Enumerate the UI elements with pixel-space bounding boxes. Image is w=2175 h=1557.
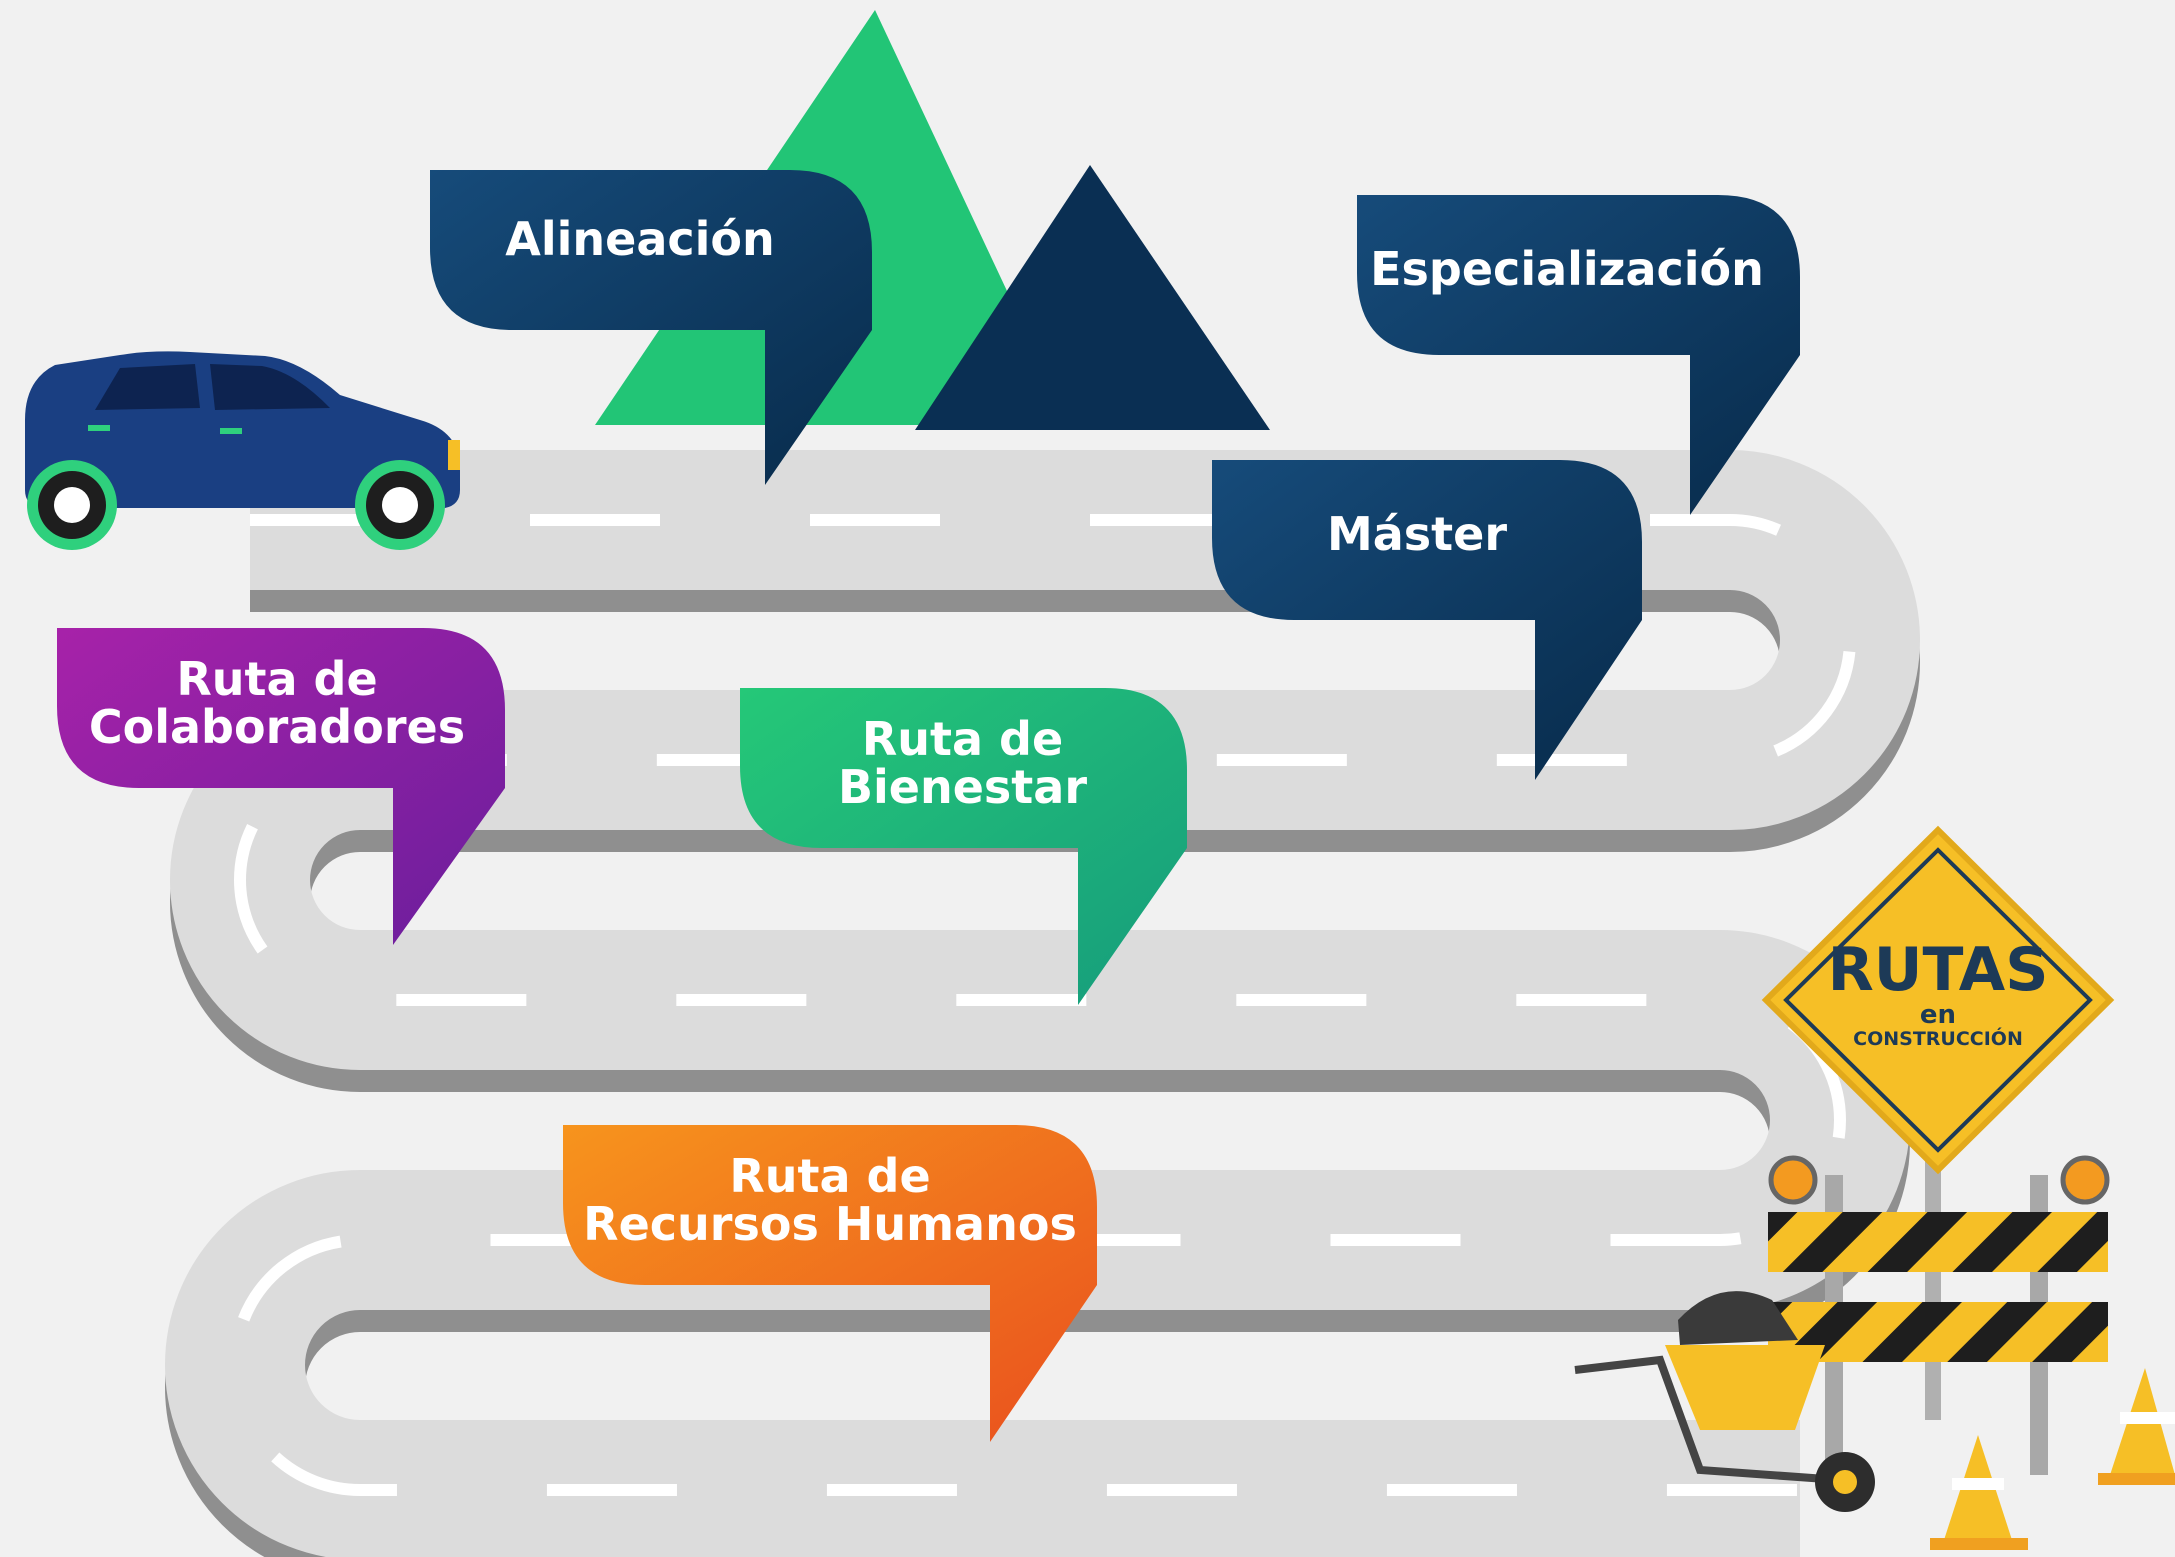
label-bienestar-line1: Ruta de [861, 712, 1064, 766]
sign-title: RUTAS [1827, 935, 2049, 1005]
label-recursos-line1: Ruta de [729, 1149, 931, 1203]
label-colaboradores-line1: Ruta de [176, 652, 378, 706]
label-master-text: Máster [1326, 507, 1508, 561]
sign-construccion: CONSTRUCCIÓN [1853, 1028, 2023, 1050]
wheelbarrow-icon [1574, 1291, 1875, 1512]
traffic-cone-icon [2098, 1368, 2175, 1485]
bubble-colaboradores [57, 628, 505, 945]
bubble-recursos [563, 1125, 1097, 1442]
bubble-alineacion [430, 170, 872, 485]
bubble-master [1212, 460, 1642, 780]
sign-en: en [1919, 1000, 1957, 1030]
car-icon [25, 351, 460, 550]
label-especializacion: Especialización [1357, 242, 1777, 296]
navy-mountain [915, 165, 1270, 430]
construction-barrier [1768, 1150, 2110, 1475]
label-recursos-line2: Recursos Humanos [583, 1197, 1077, 1252]
traffic-cone-icon [1930, 1435, 2028, 1550]
bubble-especializacion [1357, 195, 1800, 515]
label-colaboradores-line2: Colaboradores [88, 700, 466, 755]
warning-sign [1761, 825, 2115, 1175]
label-bienestar: Ruta de Bienestar [740, 715, 1185, 812]
label-colaboradores: Ruta de Colaboradores [57, 655, 497, 752]
label-bienestar-line2: Bienestar [837, 760, 1088, 815]
label-recursos: Ruta de Recursos Humanos [563, 1152, 1097, 1249]
label-especializacion-text: Especialización [1370, 242, 1764, 296]
label-alineacion-text: Alineación [505, 212, 775, 266]
label-alineacion: Alineación [430, 212, 850, 266]
bubble-bienestar [740, 688, 1187, 1005]
winding-road [165, 450, 1920, 1557]
label-master: Máster [1212, 507, 1622, 561]
